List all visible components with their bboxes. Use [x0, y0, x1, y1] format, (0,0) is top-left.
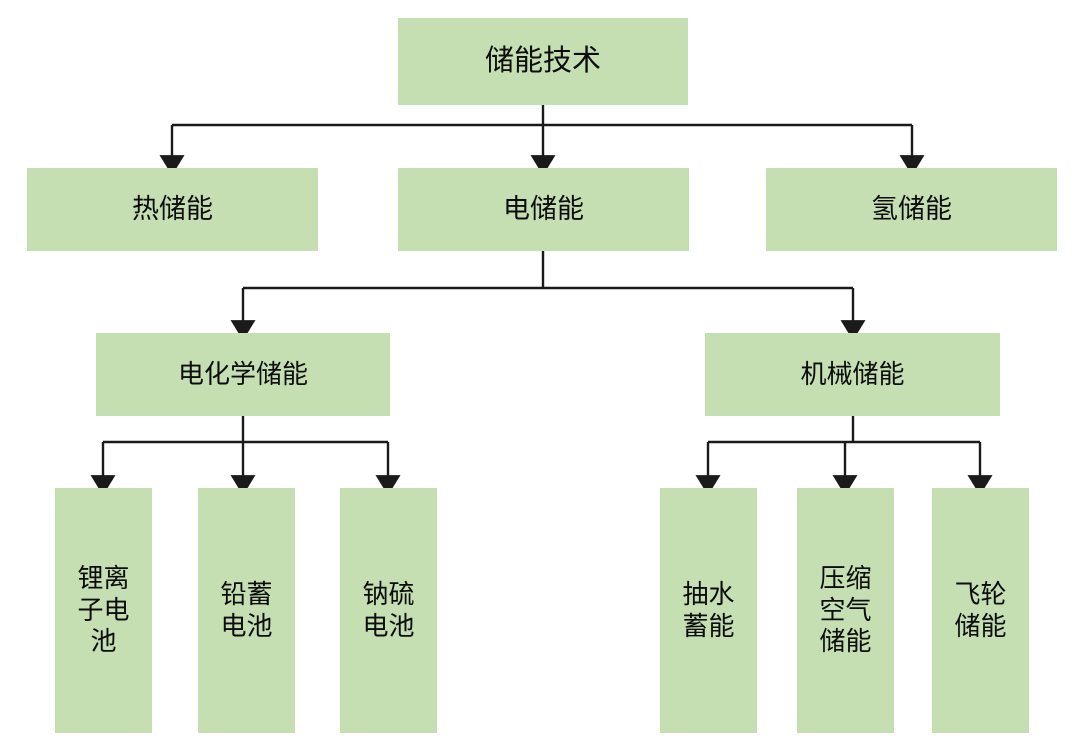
- node-flywheel-storage[interactable]: 飞轮 储能: [932, 488, 1029, 733]
- node-label: 铅蓄 电池: [220, 579, 273, 641]
- node-electrochemical-storage[interactable]: 电化学储能: [96, 333, 390, 416]
- node-label: 热储能: [132, 193, 213, 224]
- node-thermal-storage[interactable]: 热储能: [27, 168, 318, 251]
- node-sodium-sulfur-battery[interactable]: 钠硫 电池: [340, 488, 437, 733]
- node-lithium-ion-battery[interactable]: 锂离 子电 池: [55, 488, 152, 733]
- node-electric-storage[interactable]: 电储能: [398, 168, 689, 251]
- node-label: 抽水 蓄能: [682, 579, 735, 641]
- node-label: 储能技术: [484, 44, 601, 77]
- node-label: 机械储能: [800, 359, 905, 389]
- node-label: 钠硫 电池: [362, 579, 415, 641]
- node-label: 电储能: [503, 193, 584, 224]
- node-mechanical-storage[interactable]: 机械储能: [705, 333, 1000, 416]
- node-pumped-hydro-storage[interactable]: 抽水 蓄能: [660, 488, 757, 733]
- node-hydrogen-storage[interactable]: 氢储能: [766, 168, 1057, 251]
- node-label: 锂离 子电 池: [77, 563, 130, 657]
- node-label: 压缩 空气 储能: [819, 563, 872, 657]
- node-label: 飞轮 储能: [954, 579, 1007, 641]
- node-lead-acid-battery[interactable]: 铅蓄 电池: [198, 488, 295, 733]
- node-storage-technology[interactable]: 储能技术: [398, 18, 688, 105]
- node-label: 电化学储能: [177, 359, 308, 389]
- node-label: 氢储能: [871, 193, 952, 224]
- node-compressed-air-storage[interactable]: 压缩 空气 储能: [797, 488, 894, 733]
